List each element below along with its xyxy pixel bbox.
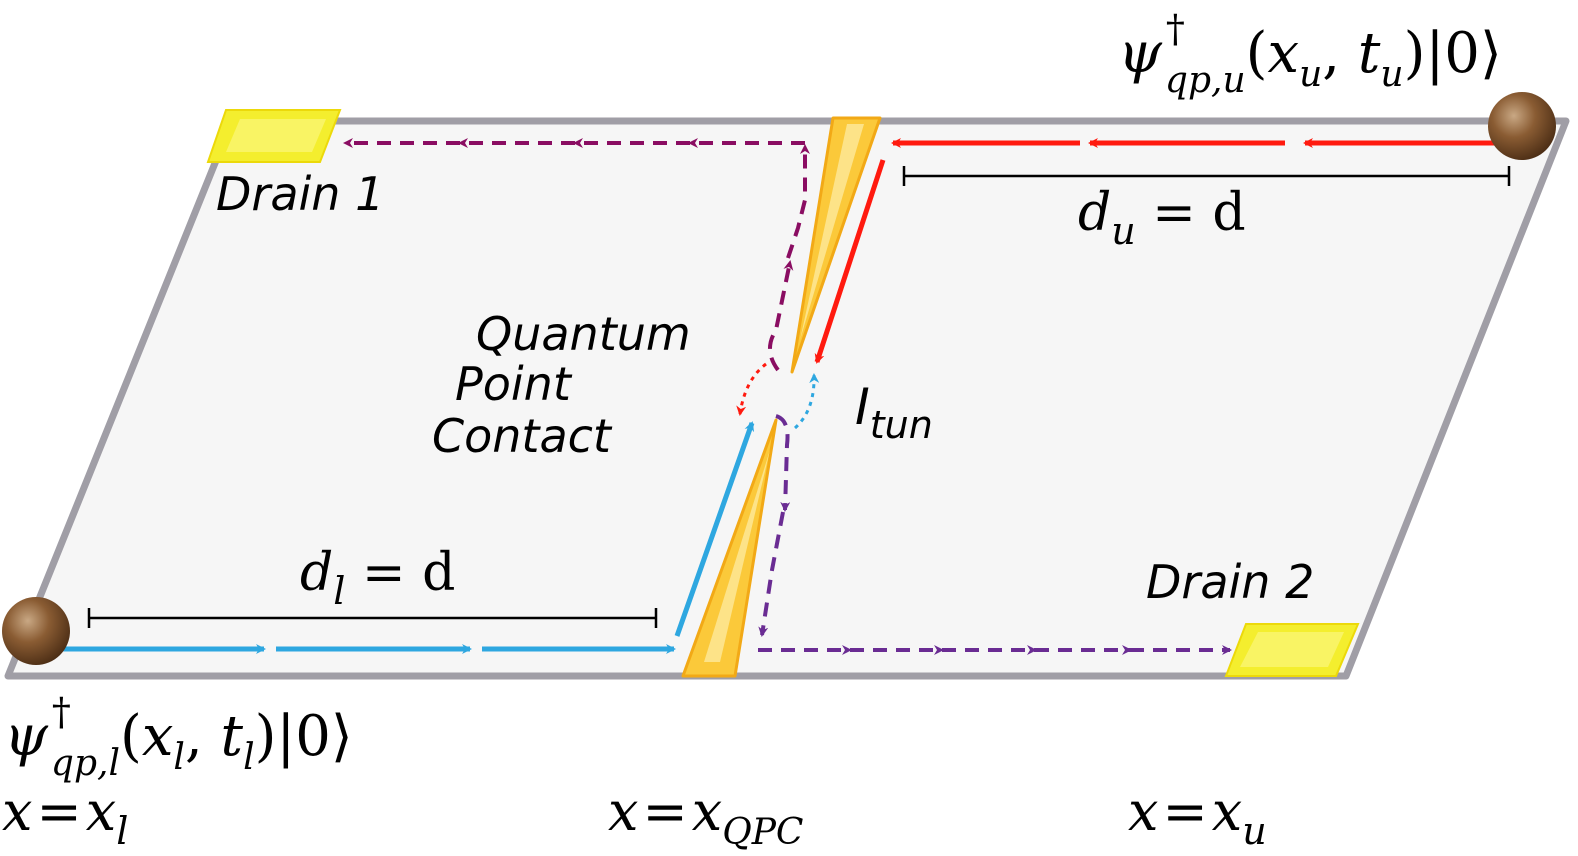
upper-distance-label: du = d [1078,183,1246,253]
position-right-label: x=xu [1128,780,1267,853]
svg-text:Contact: Contact [432,409,613,463]
sample-plate [4,117,1570,680]
path-to-drain-2 [758,414,1232,655]
tunneling-current-label: Itun [855,378,933,447]
upper-source-operator: ψ†qp,u(xu, tu)|0⟩ [1118,7,1502,101]
upper-edge-channel [814,138,1512,364]
lower-edge-channel [62,421,755,654]
upper-distance-bar [902,166,1511,186]
drain-2-label: Drain 2 [1146,555,1314,609]
upper-electron-source [1488,92,1556,160]
position-center-label: x=xQPC [608,780,803,853]
lower-gate [681,418,778,678]
path-to-drain-1 [343,138,810,372]
lower-distance-label: dl = d [300,543,455,613]
qpc-label: Quantum Point Contact [432,307,691,463]
svg-text:Quantum: Quantum [476,307,691,361]
lower-distance-bar [87,608,658,628]
svg-text:Point: Point [455,357,573,411]
upper-gate [790,116,882,374]
position-left-label: x=xl [2,780,128,853]
drain-1-label: Drain 1 [216,167,384,221]
lower-electron-source [2,597,70,665]
lower-source-operator: ψ†qp,l(xl, tl)|0⟩ [4,690,353,784]
qpc-gates [681,116,882,678]
